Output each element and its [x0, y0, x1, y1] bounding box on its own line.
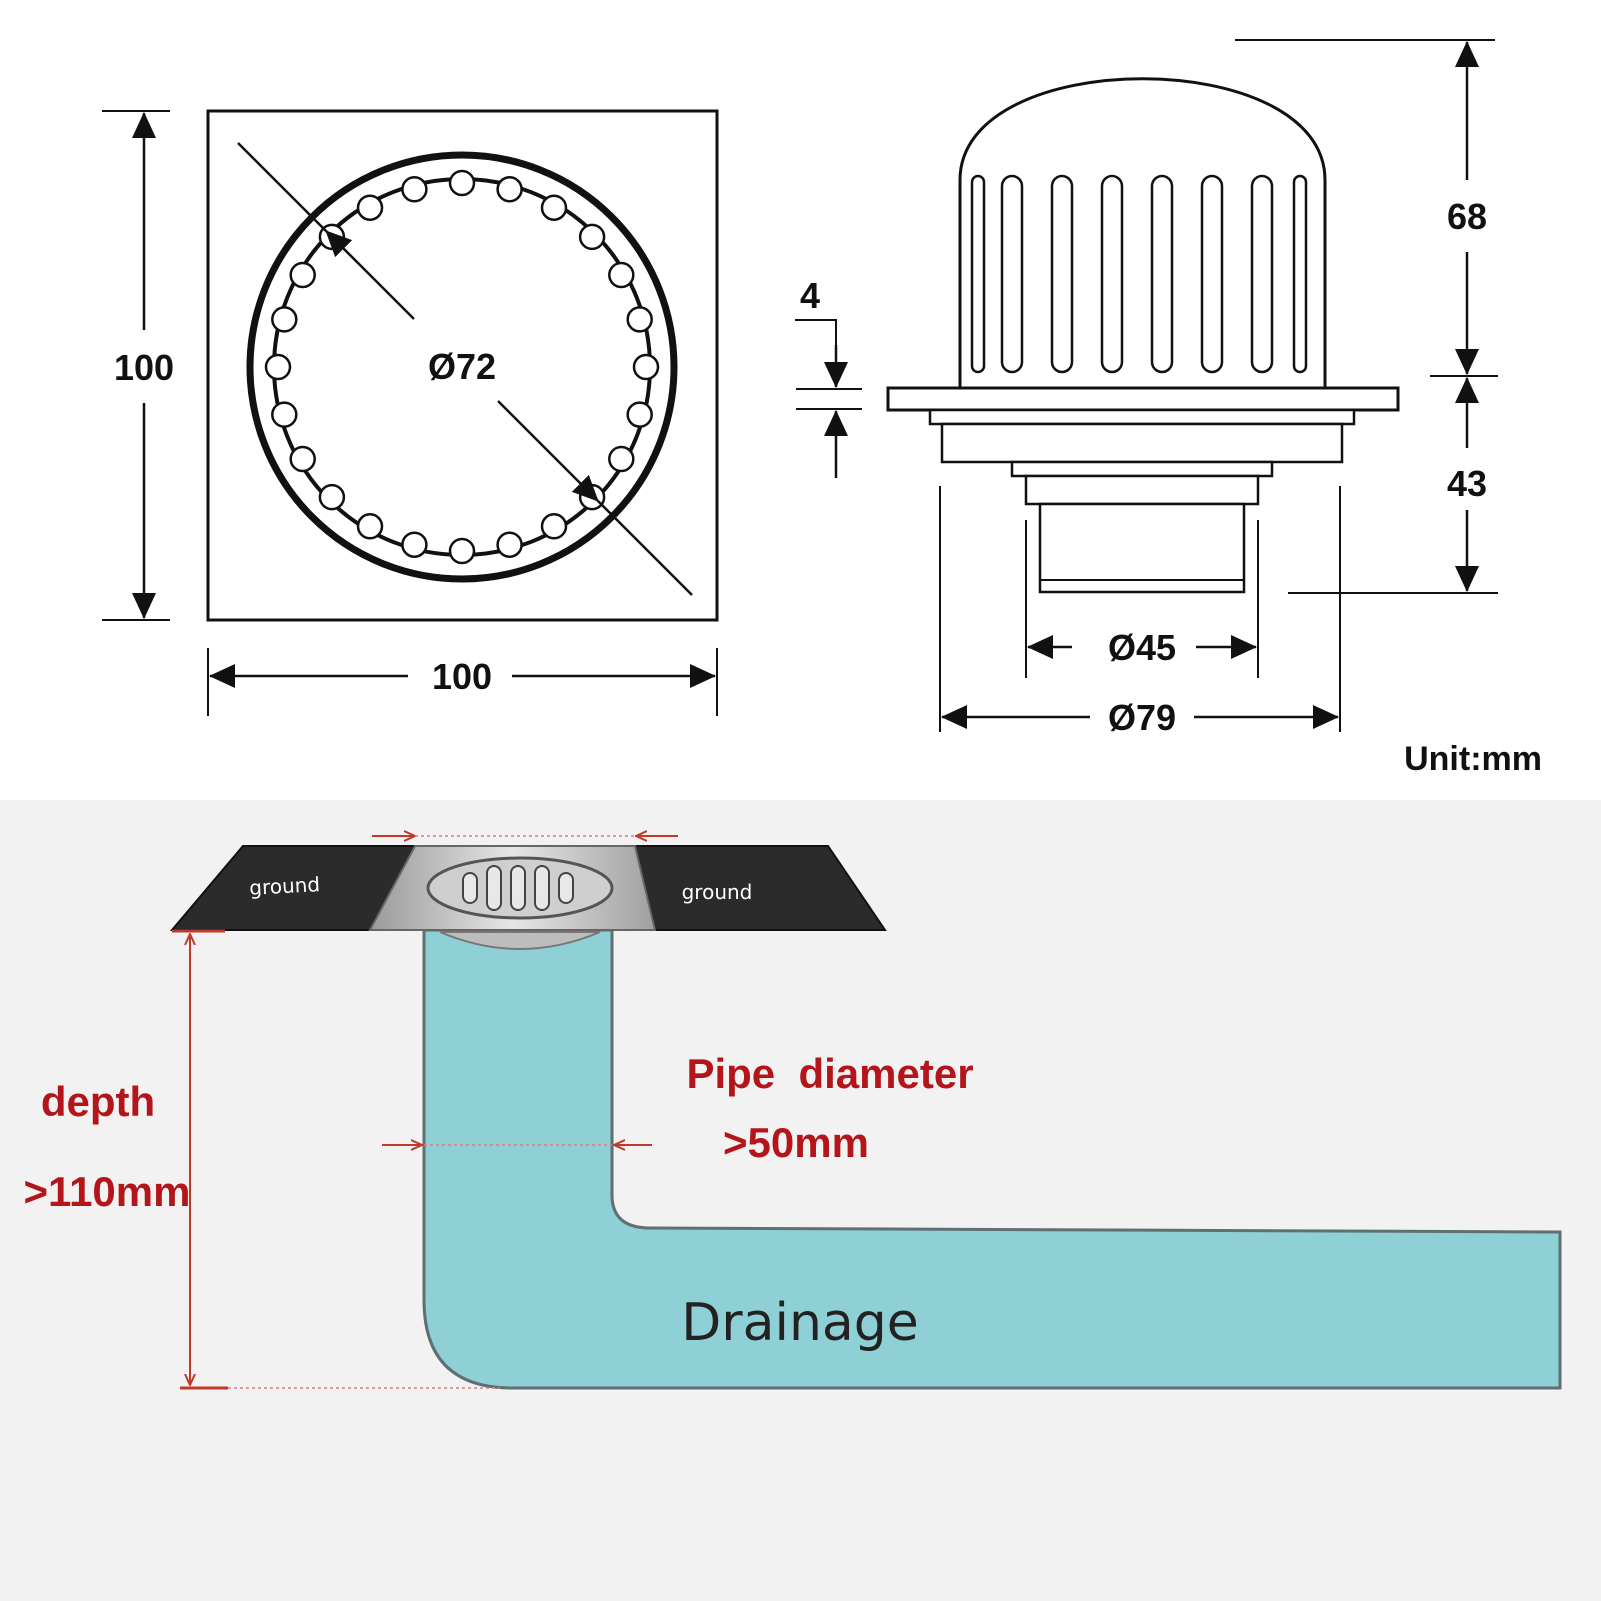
installation-background — [0, 800, 1601, 1601]
grate-slot — [462, 872, 478, 904]
scallop — [626, 401, 653, 428]
scallop — [578, 223, 606, 251]
grate-slot — [510, 865, 526, 911]
scallop — [632, 353, 660, 381]
scallop — [401, 176, 428, 203]
side-body — [940, 422, 1344, 464]
scallop — [448, 537, 476, 565]
side-flange-leader — [795, 319, 837, 362]
scallop — [271, 401, 298, 428]
drain-pipe — [422, 928, 1562, 1390]
scallop — [496, 176, 523, 203]
grate-slot — [558, 872, 574, 904]
side-flange-thickness-label: 4 — [800, 275, 820, 316]
scallop — [578, 483, 606, 511]
plan-diameter-line-upper — [237, 142, 327, 232]
dome-slot — [1000, 174, 1024, 374]
scallop — [356, 194, 384, 221]
ground-right-label: ground — [682, 880, 753, 904]
installation-diagram: Drainage ground ground depth >110mm Pipe… — [0, 800, 1601, 1601]
dome-slot — [970, 174, 986, 374]
side-flange — [886, 386, 1400, 412]
plan-outer-ring — [246, 151, 678, 583]
plan-diameter-line-lower — [597, 500, 693, 596]
scallop — [401, 531, 428, 558]
dome-slot — [1292, 174, 1308, 374]
dome-slot — [1150, 174, 1174, 374]
grate-slots — [462, 865, 574, 911]
plan-view: 100 100 Ø72 — [102, 109, 719, 716]
dome-slot — [1200, 174, 1224, 374]
scallop — [608, 261, 635, 289]
dome-slot — [1100, 174, 1124, 374]
drainage-label: Drainage — [681, 1293, 919, 1353]
plan-width-label: 100 — [432, 656, 492, 697]
side-body-height-label: 43 — [1447, 463, 1487, 504]
dome-slot — [1250, 174, 1274, 374]
plan-square-outline — [206, 109, 719, 622]
side-tube — [1038, 502, 1246, 594]
scallop — [289, 261, 316, 289]
side-dome-outline — [958, 77, 1327, 388]
ground-left-label: ground — [249, 872, 321, 900]
side-outer-diameter-label: Ø79 — [1108, 697, 1176, 738]
dome-slot — [1050, 174, 1074, 374]
depth-label: depth — [41, 1078, 155, 1125]
scallop — [496, 531, 523, 558]
side-dome-height-label: 68 — [1447, 196, 1487, 237]
scallop — [626, 306, 653, 333]
scallop — [271, 306, 298, 333]
side-inner-diameter-label: Ø45 — [1108, 627, 1176, 668]
pipe-diameter-label: Pipe diameter — [686, 1050, 973, 1097]
side-dome-slots — [970, 174, 1308, 374]
side-neck — [1024, 474, 1260, 506]
side-collar — [928, 408, 1356, 426]
scallop — [356, 513, 384, 540]
scallop — [540, 194, 568, 221]
scallop — [289, 445, 316, 473]
grate-slot — [486, 865, 502, 911]
side-step — [1010, 460, 1274, 478]
scallop — [608, 445, 635, 473]
plan-diameter-arrow-upper — [325, 230, 415, 320]
depth-value: >110mm — [24, 1168, 191, 1215]
side-view: 68 43 4 Ø45 Ø79 Unit:mm — [795, 39, 1542, 778]
scallop — [540, 513, 568, 540]
plan-height-label: 100 — [114, 347, 174, 388]
scallop — [264, 353, 292, 381]
grate-slot — [534, 865, 550, 911]
plan-diameter-arrow-lower — [497, 400, 599, 502]
plan-diameter-label: Ø72 — [428, 346, 496, 387]
pipe-diameter-value: >50mm — [723, 1119, 869, 1166]
unit-label: Unit:mm — [1404, 740, 1542, 778]
scallop — [448, 169, 476, 197]
grate-under-body — [439, 931, 601, 950]
scallop — [318, 483, 346, 511]
